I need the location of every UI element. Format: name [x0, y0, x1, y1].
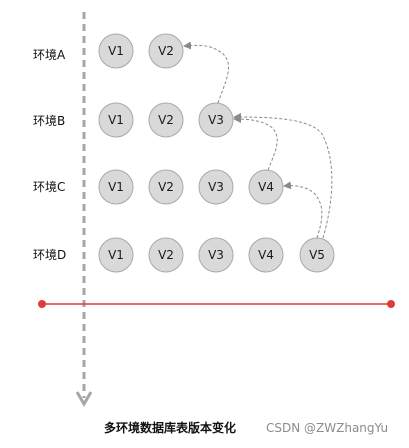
- baseline-right-dot: [387, 300, 395, 308]
- dependency-arrow: [283, 181, 323, 239]
- env-label: 环境B: [33, 113, 65, 128]
- dependency-arrows: [183, 41, 333, 239]
- env-label: 环境C: [33, 179, 65, 194]
- version-label: V2: [158, 44, 174, 58]
- version-node: V1: [98, 102, 134, 138]
- diagram-caption: 多环境数据库表版本变化: [104, 420, 236, 435]
- version-node: V1: [98, 169, 134, 205]
- version-label: V3: [208, 248, 224, 262]
- version-label: V2: [158, 248, 174, 262]
- version-label: V1: [108, 180, 124, 194]
- dependency-arrow: [183, 41, 229, 104]
- dependency-arrow: [233, 113, 333, 239]
- version-node: V4: [248, 237, 284, 273]
- version-node: V5: [299, 237, 335, 273]
- version-node: V1: [98, 33, 134, 69]
- version-label: V5: [309, 248, 325, 262]
- watermark: CSDN @ZWZhangYu: [266, 421, 388, 435]
- time-axis-arrowhead: [75, 391, 93, 407]
- version-label: V1: [108, 248, 124, 262]
- version-label: V2: [158, 113, 174, 127]
- env-label: 环境A: [33, 47, 66, 62]
- version-node: V2: [148, 102, 184, 138]
- version-node: V2: [148, 237, 184, 273]
- version-label: V4: [258, 248, 274, 262]
- version-node: V3: [198, 237, 234, 273]
- version-label: V1: [108, 44, 124, 58]
- version-node: V2: [148, 33, 184, 69]
- env-label: 环境D: [33, 247, 66, 262]
- version-label: V3: [208, 113, 224, 127]
- version-label: V4: [258, 180, 274, 194]
- version-node: V2: [148, 169, 184, 205]
- baseline-left-dot: [38, 300, 46, 308]
- version-label: V2: [158, 180, 174, 194]
- version-label: V3: [208, 180, 224, 194]
- version-node: V3: [198, 169, 234, 205]
- version-node: V3: [198, 102, 234, 138]
- environment-rows: 环境A V1 V2 环境B V1 V2 V3 环境C V1: [33, 33, 335, 273]
- version-node: V1: [98, 237, 134, 273]
- version-label: V1: [108, 113, 124, 127]
- version-node: V4: [248, 169, 284, 205]
- dependency-arrow: [233, 115, 278, 171]
